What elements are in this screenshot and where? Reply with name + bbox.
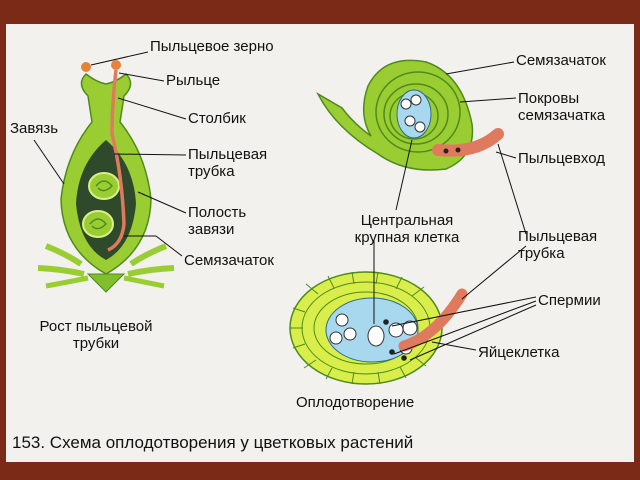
label-ovule-left: Семязачаток xyxy=(184,252,274,269)
label-ovary-cavity: Полость завязи xyxy=(188,204,247,238)
label-sperms: Спермии xyxy=(538,292,601,309)
ovule-upper xyxy=(88,172,120,200)
sperm-2 xyxy=(389,349,395,355)
label-integuments: Покровы семязачатка xyxy=(518,90,606,124)
pollen-tube-left xyxy=(107,69,126,252)
pollen-tube-lower xyxy=(398,288,468,352)
textbook-page: Пыльцевое зерно Рыльце Столбик Завязь Пы… xyxy=(6,24,634,462)
label-fertilization: Оплодотворение xyxy=(296,394,415,411)
sperm-3 xyxy=(401,355,407,361)
pollen-grain-left xyxy=(81,62,91,72)
ovule-body xyxy=(316,59,474,171)
label-micropyle: Пыльцевход xyxy=(518,150,605,167)
label-ovule-right: Семязачаток xyxy=(516,52,606,69)
pistil-drawing xyxy=(37,60,175,293)
label-pollen-grain: Пыльцевое зерно xyxy=(150,38,274,55)
label-ovary: Завязь xyxy=(10,120,59,137)
label-style: Столбик xyxy=(188,110,246,127)
ovule-lower xyxy=(82,210,114,238)
label-central-cell: Центральная крупная клетка xyxy=(354,212,460,246)
fertilization-drawing xyxy=(289,271,468,385)
label-egg-cell: Яйцеклетка xyxy=(478,344,560,361)
label-pollen-tube-right: Пыльцевая трубка xyxy=(518,228,598,262)
sperm-1 xyxy=(383,319,389,325)
leader-lines xyxy=(33,51,537,361)
label-growth: Рост пыльцевой трубки xyxy=(39,318,153,352)
pollen-grain-right xyxy=(111,60,121,70)
ovule-drawing xyxy=(316,59,504,171)
figure-caption: 153. Схема оплодотворения у цветковых ра… xyxy=(12,433,414,452)
label-pollen-tube-left: Пыльцевая трубка xyxy=(188,146,268,180)
label-stigma: Рыльце xyxy=(166,72,221,89)
fertilization-diagram xyxy=(33,51,537,385)
